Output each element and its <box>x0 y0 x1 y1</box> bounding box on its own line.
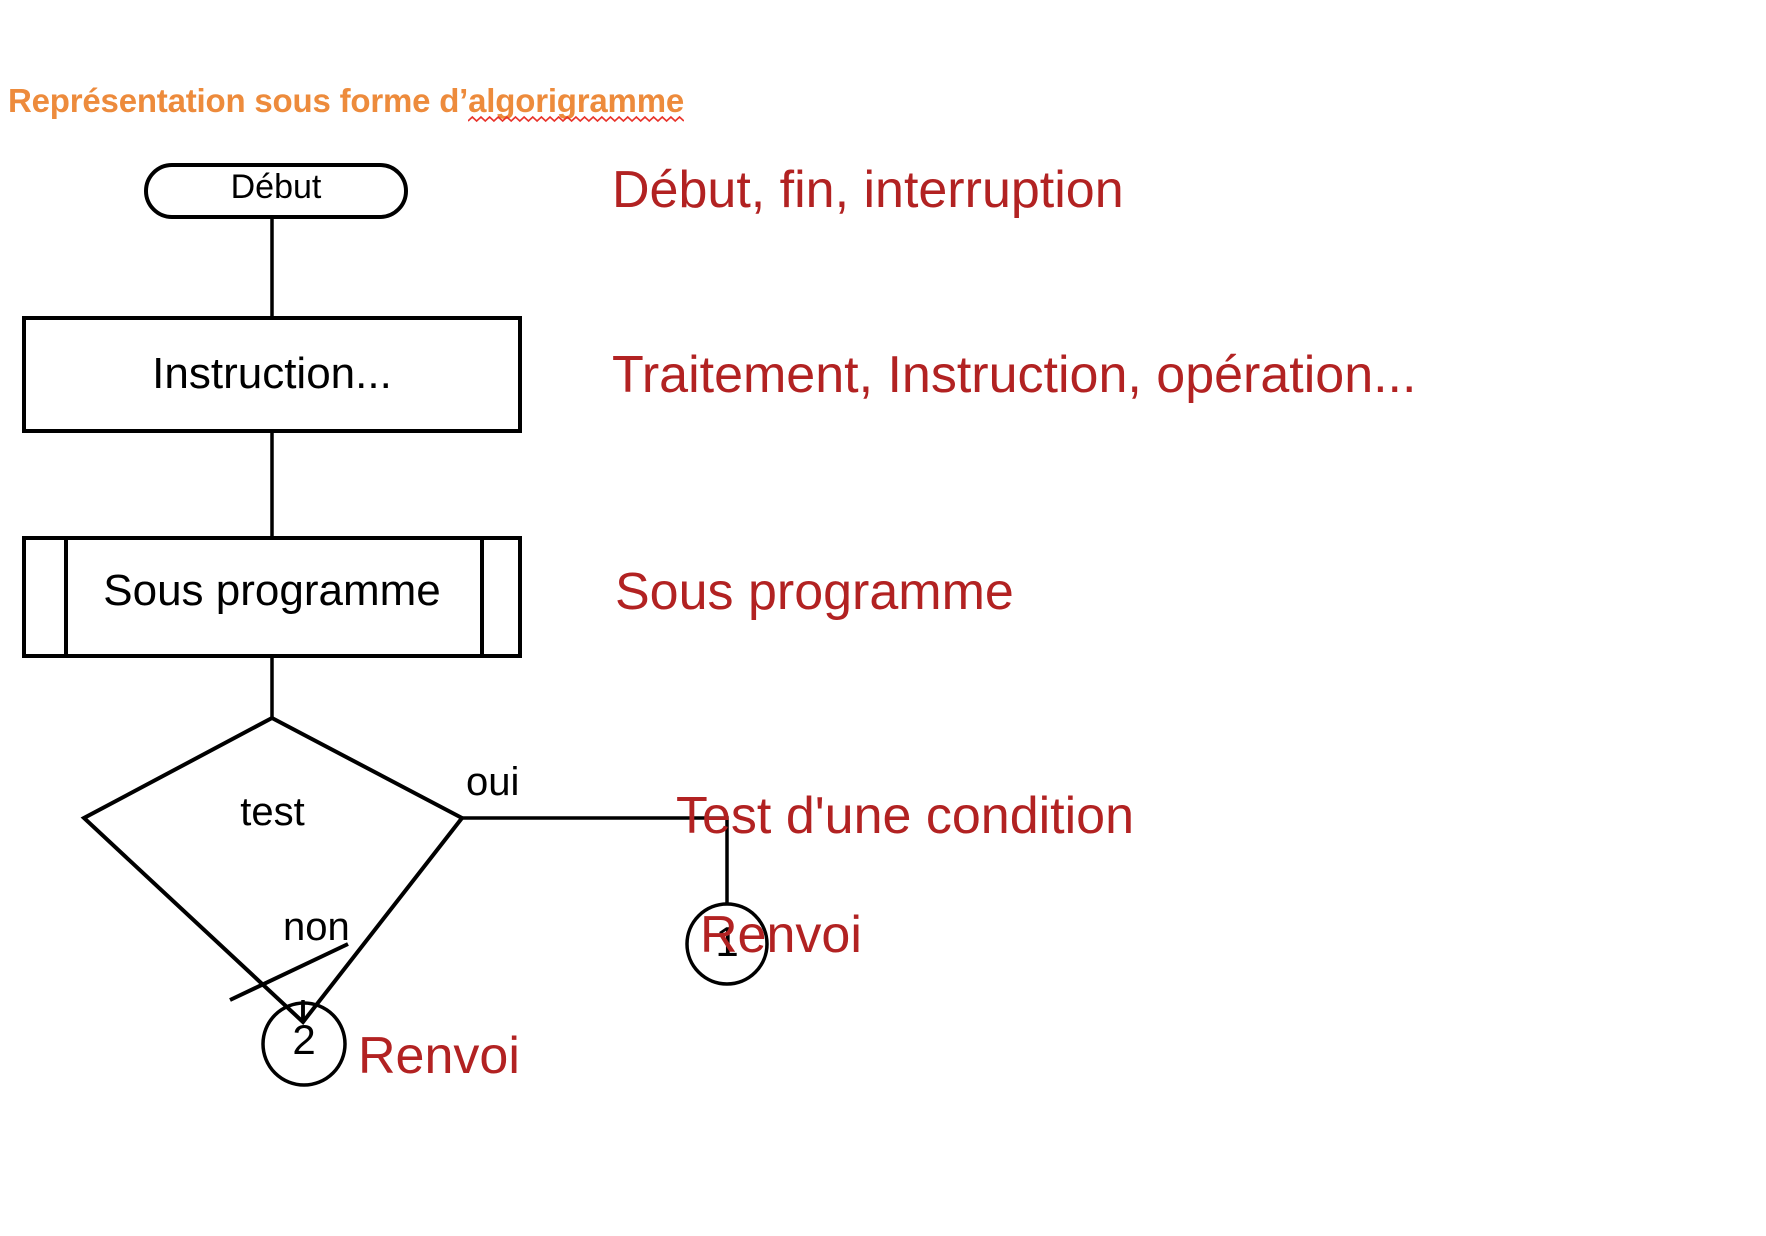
node-label-connector-2: 2 <box>292 1016 316 1063</box>
node-label-connector-1: 1 <box>715 918 739 965</box>
shape-start-terminator[interactable] <box>144 163 408 219</box>
shape-connector-1-circle[interactable] <box>685 902 769 986</box>
page-title-prefix: Représentation sous forme d’ <box>8 82 469 119</box>
legend-item-start: Début, fin, interruption <box>612 161 1124 219</box>
edge-decision-yes <box>462 816 729 905</box>
legend-item-subprogram: Sous programme <box>615 563 1014 621</box>
node-label-instruction: Instruction... <box>152 349 392 398</box>
node-label-decision: test <box>240 790 305 834</box>
legend-item-connector-2: Renvoi <box>358 1027 520 1085</box>
page-title-misspelled-text: algorigramme <box>468 82 684 119</box>
edge-label-no: non <box>283 905 350 949</box>
node-label-start: Début <box>230 168 322 206</box>
page-title-misspelled-word: algorigramme <box>468 82 684 120</box>
edge-no-direction-slash-icon <box>229 942 349 1002</box>
edge-label-yes: oui <box>466 760 520 804</box>
page-title: Représentation sous forme d’algorigramme <box>8 82 684 120</box>
legend-item-connector-1: Renvoi <box>700 906 862 964</box>
legend-item-instruction: Traitement, Instruction, opération... <box>612 346 1417 404</box>
legend-item-decision: Test d'une condition <box>676 787 1135 845</box>
node-label-subprogram: Sous programme <box>103 566 441 615</box>
